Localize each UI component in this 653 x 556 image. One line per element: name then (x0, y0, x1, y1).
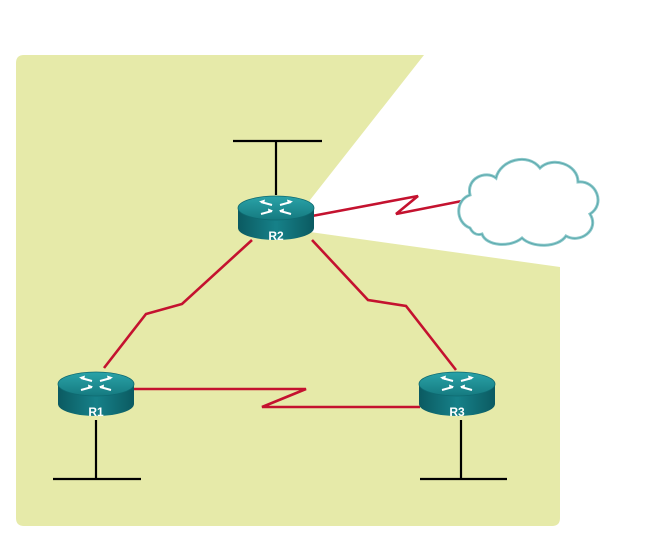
serial-link-r2-r1 (102, 239, 253, 369)
router-label-r2: R2 (268, 229, 284, 243)
router-r2[interactable]: R2 (237, 195, 315, 243)
router-label-r1: R1 (88, 405, 104, 419)
lan-segment-r3 (420, 420, 507, 481)
serial-link-r2-r3 (311, 239, 458, 371)
network-area-background (16, 55, 560, 526)
router-r3[interactable]: R3 (418, 371, 496, 419)
cloud-icon (457, 157, 600, 247)
router-label-r3: R3 (449, 405, 465, 419)
serial-link-r1-r3 (133, 387, 420, 409)
router-r1[interactable]: R1 (57, 371, 135, 419)
lan-segment-r1 (53, 420, 141, 481)
lan-segment-r2 (233, 139, 322, 195)
serial-link-r2-cloud (311, 194, 463, 218)
